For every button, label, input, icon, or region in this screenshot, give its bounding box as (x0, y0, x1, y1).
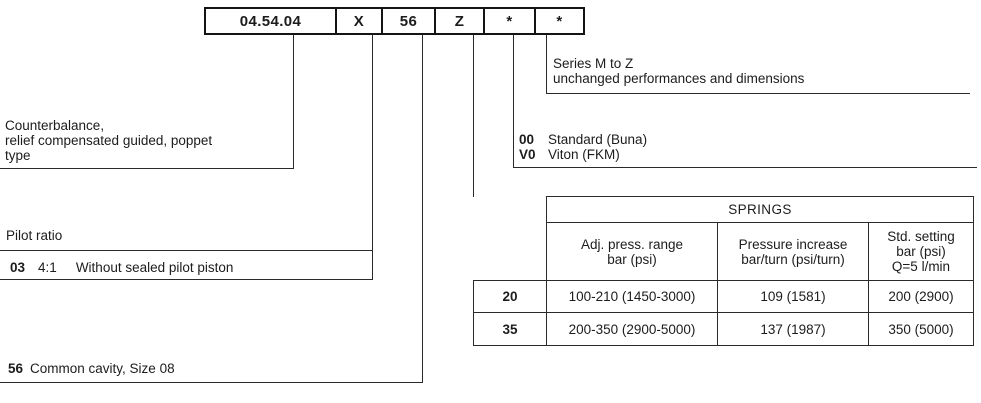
spring-increase: 109 (1581) (717, 280, 869, 313)
connector-cavity-line (422, 35, 423, 382)
cavity-option: 56 Common cavity, Size 08 (8, 361, 175, 376)
cavity-label: Common cavity, Size 08 (30, 361, 175, 376)
seal-label: Standard (Buna) (548, 132, 648, 147)
cavity-code: 56 (8, 361, 24, 376)
springs-title: SPRINGS (546, 196, 974, 223)
connector-model-line (293, 35, 294, 168)
springs-blank-cell (474, 197, 547, 281)
connector-series-line (546, 35, 547, 93)
column-header-adj-press-range: Adj. press. range bar (psi) (546, 222, 718, 281)
pilot-ratio-option-underline (0, 279, 373, 280)
pilot-ratio-title-underline (0, 250, 373, 251)
seal-code: 00 (519, 132, 535, 147)
springs-title-row: SPRINGS (474, 196, 974, 223)
cavity-underline (0, 382, 423, 383)
code-box-cavity: 56 (381, 9, 434, 33)
pilot-ratio-title: Pilot ratio (6, 228, 63, 243)
column-header-std-setting: Std. setting bar (psi) Q=5 l/min (868, 222, 974, 281)
table-row: 35 200-350 (2900-5000) 137 (1987) 350 (5… (473, 312, 974, 346)
valve-description: Counterbalance, relief compensated guide… (5, 118, 213, 163)
code-box-seals: * (534, 9, 583, 33)
seal-option-viton: V0 Viton (FKM) (519, 147, 647, 162)
series-note: Series M to Z unchanged performances and… (553, 56, 805, 86)
connector-springs-line (473, 35, 474, 197)
pilot-ratio-value: 4:1 (38, 260, 57, 275)
seals-underline (513, 167, 977, 168)
spring-code: 20 (473, 280, 547, 313)
series-underline (546, 93, 970, 94)
spring-setting: 200 (2900) (868, 280, 974, 313)
model-code-boxes: 04.54.04 X 56 Z * * (204, 7, 585, 35)
spring-code: 35 (473, 312, 547, 346)
spring-range: 200-350 (2900-5000) (546, 312, 718, 346)
connector-seals-line (513, 35, 514, 167)
seal-option-standard: 00 Standard (Buna) (519, 132, 647, 147)
seal-code: V0 (519, 147, 536, 162)
spring-setting: 350 (5000) (868, 312, 974, 346)
spring-range: 100-210 (1450-3000) (546, 280, 718, 313)
pilot-ratio-label: Without sealed pilot piston (75, 260, 234, 275)
model-underline (0, 168, 294, 169)
springs-header-row: Adj. press. range bar (psi) Pressure inc… (474, 222, 974, 281)
pilot-ratio-option: 03 4:1 Without sealed pilot piston (10, 260, 233, 275)
column-header-pressure-increase: Pressure increase bar/turn (psi/turn) (717, 222, 869, 281)
springs-table: SPRINGS Adj. press. range bar (psi) Pres… (473, 196, 974, 346)
spring-increase: 137 (1987) (717, 312, 869, 346)
seal-label: Viton (FKM) (548, 147, 620, 162)
code-box-spring: * (483, 9, 534, 33)
table-row: 20 100-210 (1450-3000) 109 (1581) 200 (2… (473, 280, 974, 313)
seals-options: 00 Standard (Buna) V0 Viton (FKM) (519, 132, 647, 162)
pilot-ratio-code: 03 (10, 260, 26, 275)
code-box-pilot-ratio: X (335, 9, 381, 33)
connector-pilot-ratio-line (372, 35, 373, 279)
code-box-model: 04.54.04 (239, 12, 302, 30)
code-box-series: Z (434, 9, 483, 33)
